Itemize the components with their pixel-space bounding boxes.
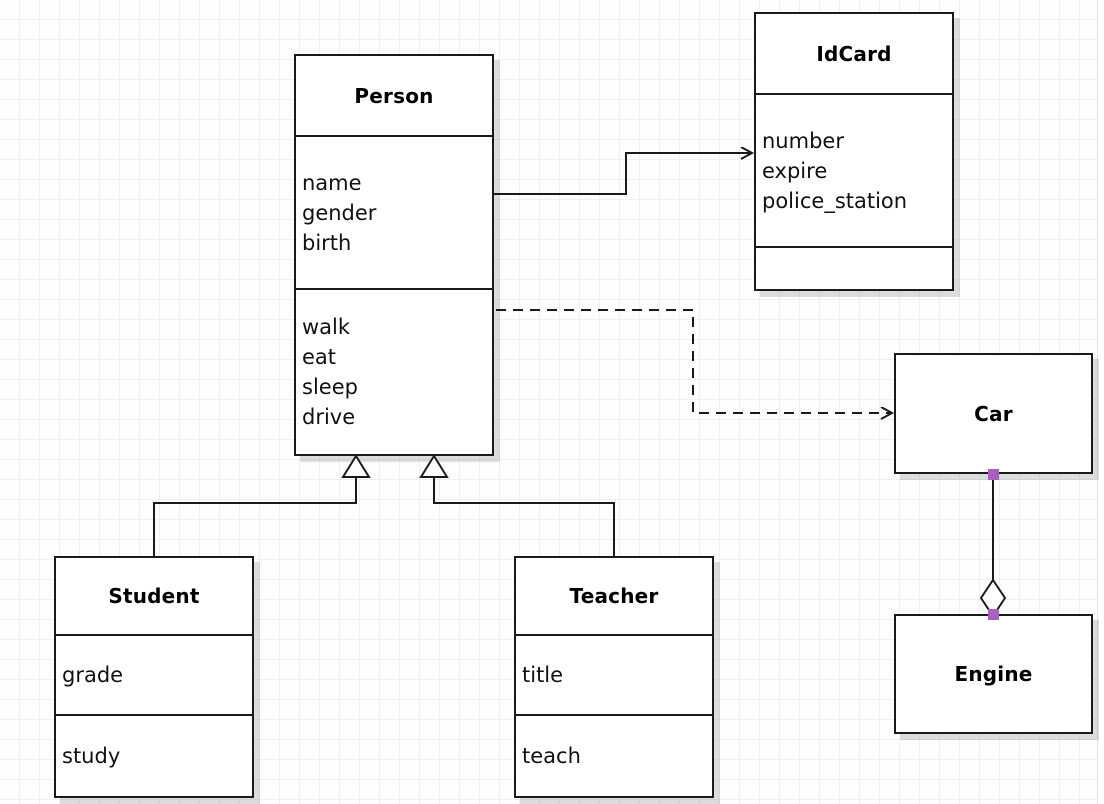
class-name-teacher: Teacher: [569, 584, 659, 608]
method-item: sleep: [302, 375, 358, 399]
class-name-engine: Engine: [954, 662, 1033, 686]
attribute-item: title: [522, 663, 564, 687]
class-attributes-teacher: title: [516, 634, 712, 714]
class-title-person: Person: [296, 56, 492, 135]
class-title-teacher: Teacher: [516, 558, 712, 634]
class-title-idcard: IdCard: [756, 14, 952, 93]
method-item: walk: [302, 315, 351, 339]
uml-class-engine[interactable]: Engine: [894, 614, 1093, 734]
method-item: teach: [522, 744, 581, 768]
class-attributes-person: name gender birth: [296, 135, 492, 288]
class-methods-idcard: [756, 246, 952, 289]
attribute-item: gender: [302, 200, 377, 225]
method-item: drive: [302, 405, 356, 429]
class-name-student: Student: [108, 584, 200, 608]
class-methods-person: walk eat sleep drive: [296, 288, 492, 454]
class-title-car: Car: [896, 355, 1091, 472]
uml-class-teacher[interactable]: Teacher title teach: [514, 556, 714, 798]
uml-class-person[interactable]: Person name gender birth walk eat sleep …: [294, 54, 494, 456]
aggregation-car-engine[interactable]: [979, 474, 1007, 618]
class-name-person: Person: [354, 83, 434, 108]
class-name-idcard: IdCard: [816, 41, 892, 66]
uml-class-idcard[interactable]: IdCard number expire police_station: [754, 12, 954, 291]
attribute-item: name: [302, 170, 362, 195]
method-item: eat: [302, 345, 337, 369]
page-right-edge: [1097, 0, 1104, 804]
attribute-item: expire: [762, 158, 828, 183]
uml-class-car[interactable]: Car: [894, 353, 1093, 474]
class-attributes-student: grade: [56, 634, 252, 714]
connector-handle-car-end[interactable]: [988, 469, 999, 480]
class-title-engine: Engine: [896, 616, 1091, 732]
class-methods-teacher: teach: [516, 714, 712, 796]
generalization-student-person[interactable]: [153, 454, 371, 556]
class-name-car: Car: [974, 401, 1013, 426]
attribute-item: grade: [62, 663, 124, 687]
class-title-student: Student: [56, 558, 252, 634]
class-attributes-idcard: number expire police_station: [756, 93, 952, 246]
attribute-item: police_station: [762, 188, 908, 213]
uml-class-student[interactable]: Student grade study: [54, 556, 254, 798]
attribute-item: number: [762, 128, 844, 153]
method-item: study: [62, 744, 121, 768]
generalization-teacher-person[interactable]: [419, 454, 615, 556]
class-methods-student: study: [56, 714, 252, 796]
attribute-item: birth: [302, 230, 352, 255]
connector-handle-engine-end[interactable]: [988, 609, 999, 620]
association-person-idcard[interactable]: [494, 153, 752, 195]
dependency-person-car[interactable]: [496, 309, 892, 413]
